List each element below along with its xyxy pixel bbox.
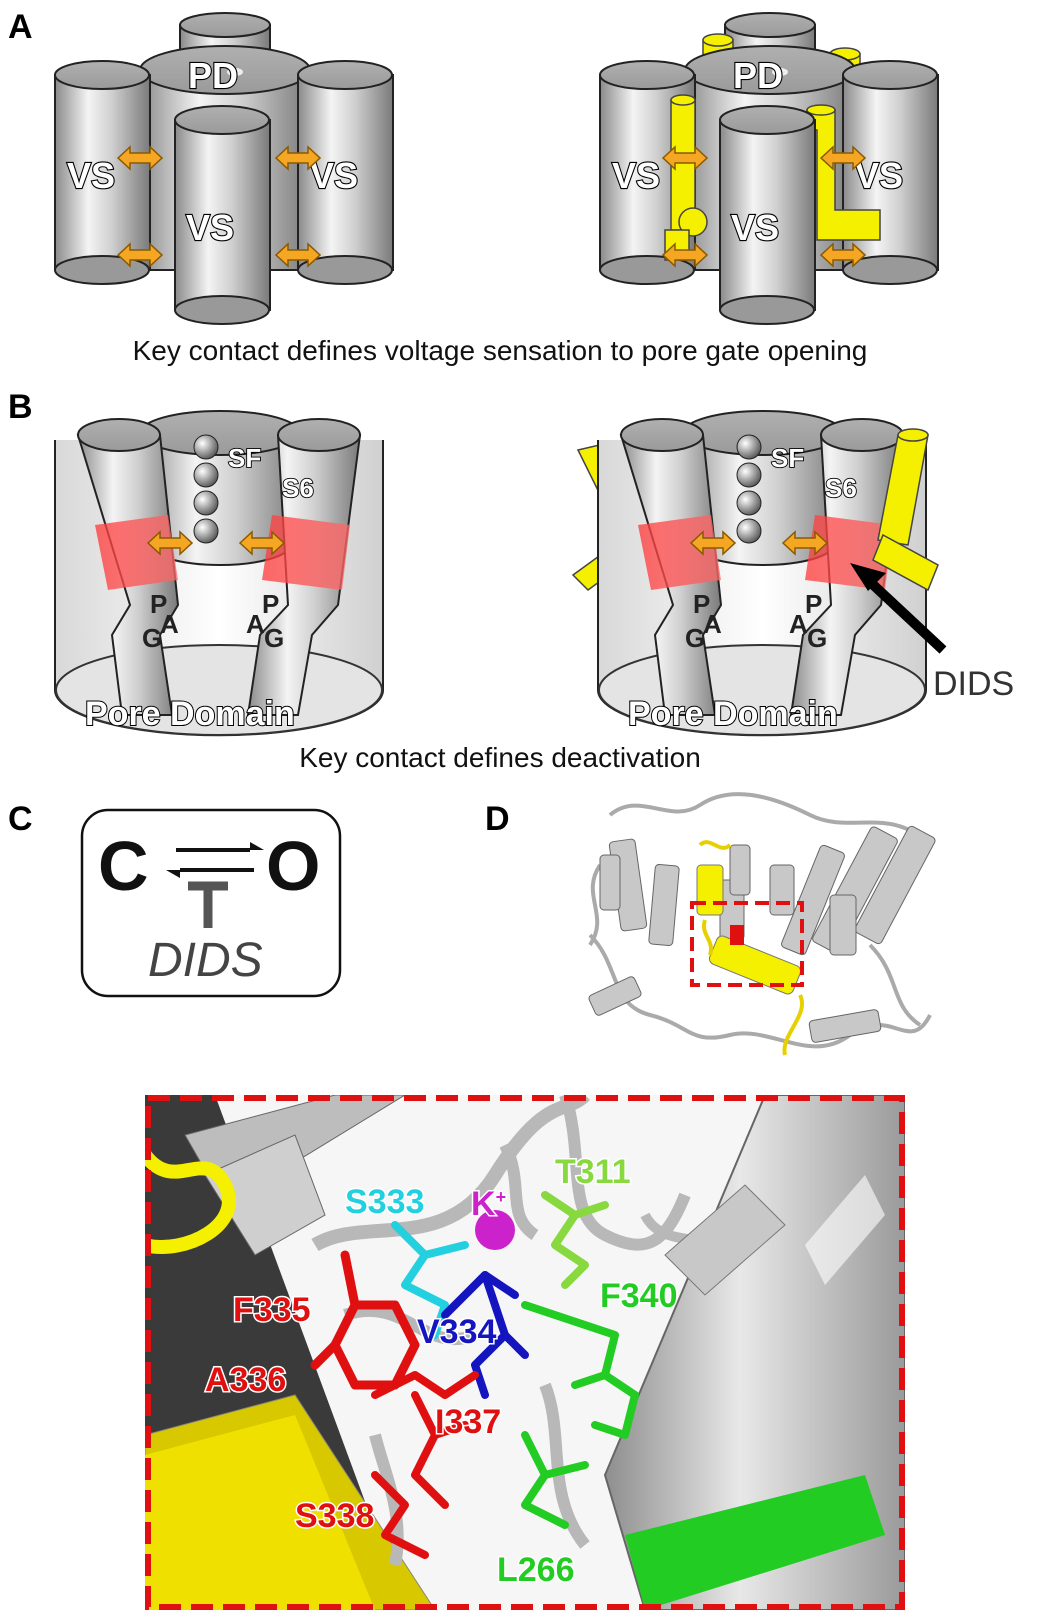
residue-a-right: A — [246, 609, 265, 639]
vs-cylinder-left: VS — [54, 60, 151, 285]
pd-label: PD — [188, 55, 238, 96]
panel-c-scheme: C O DIDS — [80, 808, 342, 998]
residue-v334-sticks — [441, 1271, 529, 1399]
potassium-ion — [475, 1210, 515, 1250]
k-ion-label: K+ — [471, 1185, 506, 1223]
closed-state-label: C — [98, 827, 149, 905]
pore-domain-label: Pore Domain — [628, 695, 838, 733]
panel-label-c: C — [8, 800, 33, 838]
s338-label: S338 — [295, 1497, 374, 1535]
residue-a-right: A — [789, 609, 808, 639]
residue-s338-sticks — [371, 1471, 429, 1559]
a336-label: A336 — [205, 1361, 286, 1399]
dids-arrow-icon — [850, 563, 947, 654]
s6-label: S6 — [282, 473, 314, 503]
vs-label-left: VS — [67, 155, 115, 196]
residue-a-left: A — [160, 609, 179, 639]
l266-label: L266 — [497, 1551, 575, 1589]
i337-label: I337 — [435, 1403, 501, 1441]
panel-label-b: B — [8, 388, 33, 426]
residue-a336-sticks — [371, 1371, 479, 1399]
panel-label-a: A — [8, 8, 33, 46]
panel-d-zoom-inset: T311 S333 K+ F335 F340 V334 A336 I337 S3… — [145, 1095, 905, 1610]
residue-g-right: G — [807, 623, 827, 653]
vs-label-front: VS — [186, 207, 234, 248]
inhibitor-label: DIDS — [148, 934, 263, 987]
residue-l266-sticks — [521, 1431, 589, 1529]
vs-label-right: VS — [855, 155, 903, 196]
residue-t311-sticks — [541, 1191, 609, 1289]
pd-label: PD — [733, 55, 783, 96]
inhibition-bar-icon — [188, 881, 228, 928]
panel-label-d: D — [485, 800, 510, 838]
vs-cylinder-front: VS — [174, 105, 271, 325]
s333-label: S333 — [345, 1183, 424, 1221]
vs-label-front: VS — [731, 207, 779, 248]
panel-a-left-diagram: PD VS VS VS — [54, 12, 394, 325]
residue-p-right: P — [805, 589, 822, 619]
selectivity-filter-balls — [193, 434, 219, 544]
panel-b-right-diagram: SF P A G S6 P A G Pore Domain DIDS — [571, 410, 1014, 737]
open-state-label: O — [266, 827, 320, 905]
pore-domain-label: Pore Domain — [85, 695, 295, 733]
panel-a-right-diagram: PD VS VS VS — [599, 12, 939, 325]
zoom-inset-border — [145, 1095, 905, 1610]
zoom-region-box — [690, 901, 804, 987]
equilibrium-arrows-icon — [166, 842, 264, 878]
t311-label: T311 — [555, 1153, 631, 1191]
panel-b-left-diagram: SF P A G S6 P A G Pore Domain — [54, 410, 384, 737]
residue-f335-sticks — [310, 1250, 420, 1390]
residue-p-right: P — [262, 589, 279, 619]
sf-label: SF — [771, 443, 804, 473]
residue-g-left: G — [142, 623, 162, 653]
panel-b-caption: Key contact defines deactivation — [299, 742, 701, 773]
residue-a-left: A — [703, 609, 722, 639]
residue-p-left: P — [150, 589, 167, 619]
panel-d-protein-structure — [588, 792, 936, 1056]
s6-label: S6 — [825, 473, 857, 503]
red-segment — [730, 925, 744, 945]
v334-label: V334 — [417, 1313, 496, 1351]
vs-cylinder-right: VS — [297, 60, 394, 285]
s6-helix-right: S6 P A G — [246, 418, 362, 716]
residue-f340-sticks — [521, 1301, 639, 1439]
f335-label: F335 — [233, 1291, 311, 1329]
sf-label: SF — [228, 443, 261, 473]
yellow-linker-right — [872, 428, 939, 592]
f340-label: F340 — [600, 1277, 678, 1315]
residue-i337-sticks — [411, 1391, 469, 1509]
residue-g-left: G — [685, 623, 705, 653]
panel-a-caption: Key contact defines voltage sensation to… — [132, 335, 868, 366]
residue-g-right: G — [264, 623, 284, 653]
residue-p-left: P — [693, 589, 710, 619]
vs-label-left: VS — [612, 155, 660, 196]
dids-label: DIDS — [933, 665, 1014, 703]
